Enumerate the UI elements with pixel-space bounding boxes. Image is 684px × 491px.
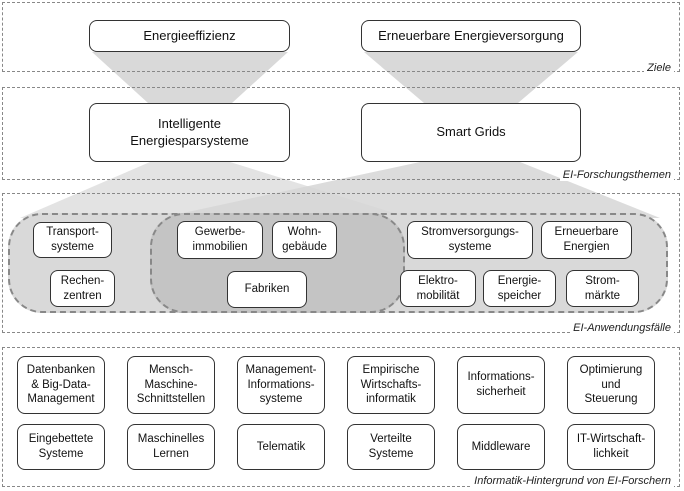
- bg-distributed: Verteilte Systeme: [347, 424, 435, 470]
- funnel-topic-2: [160, 162, 660, 218]
- section-label-background: Informatik-Hintergrund von EI-Forschern: [471, 475, 674, 487]
- bg-ml: Maschinelles Lernen: [127, 424, 215, 470]
- bg-telematics: Telematik: [237, 424, 325, 470]
- app-data-centers: Rechen- zentren: [50, 270, 115, 307]
- app-commercial-buildings: Gewerbe- immobilien: [177, 221, 263, 259]
- app-energy-storage: Energie- speicher: [483, 270, 556, 307]
- goal-energy-efficiency: Energieeffizienz: [89, 20, 290, 52]
- section-topics: [2, 87, 680, 180]
- app-power-supply-systems: Stromversorgungs- systeme: [407, 221, 533, 259]
- bg-mis: Management- Informations- systeme: [237, 356, 325, 414]
- bg-embedded: Eingebettete Systeme: [17, 424, 105, 470]
- bg-optimization: Optimierung und Steuerung: [567, 356, 655, 414]
- bg-hci: Mensch- Maschine- Schnittstellen: [127, 356, 215, 414]
- section-label-goals: Ziele: [644, 62, 674, 74]
- section-label-applications: EI-Anwendungsfälle: [570, 322, 674, 334]
- section-goals: [2, 2, 680, 72]
- bg-empirical-is: Empirische Wirtschafts- informatik: [347, 356, 435, 414]
- topic-intelligent-energy-saving: Intelligente Energiesparsysteme: [89, 103, 290, 162]
- bg-databases: Datenbanken & Big-Data- Management: [17, 356, 105, 414]
- app-residential-buildings: Wohn- gebäude: [272, 221, 337, 259]
- funnel-goal-2: [364, 52, 578, 103]
- app-electromobility: Elektro- mobilität: [400, 270, 476, 307]
- app-factories: Fabriken: [227, 271, 307, 308]
- bg-it-economics: IT-Wirtschaft- lichkeit: [567, 424, 655, 470]
- section-label-topics: EI-Forschungsthemen: [559, 169, 674, 181]
- goal-renewable-supply: Erneuerbare Energieversorgung: [361, 20, 581, 52]
- topic-smart-grids: Smart Grids: [361, 103, 581, 162]
- funnel-goal-1: [92, 52, 288, 103]
- section-background: [2, 347, 680, 487]
- section-applications: [2, 193, 680, 333]
- bg-infosec: Informations- sicherheit: [457, 356, 545, 414]
- app-transport-systems: Transport- systeme: [33, 222, 112, 258]
- app-power-markets: Strom- märkte: [566, 270, 639, 307]
- app-renewable-energies: Erneuerbare Energien: [541, 221, 632, 259]
- bg-middleware: Middleware: [457, 424, 545, 470]
